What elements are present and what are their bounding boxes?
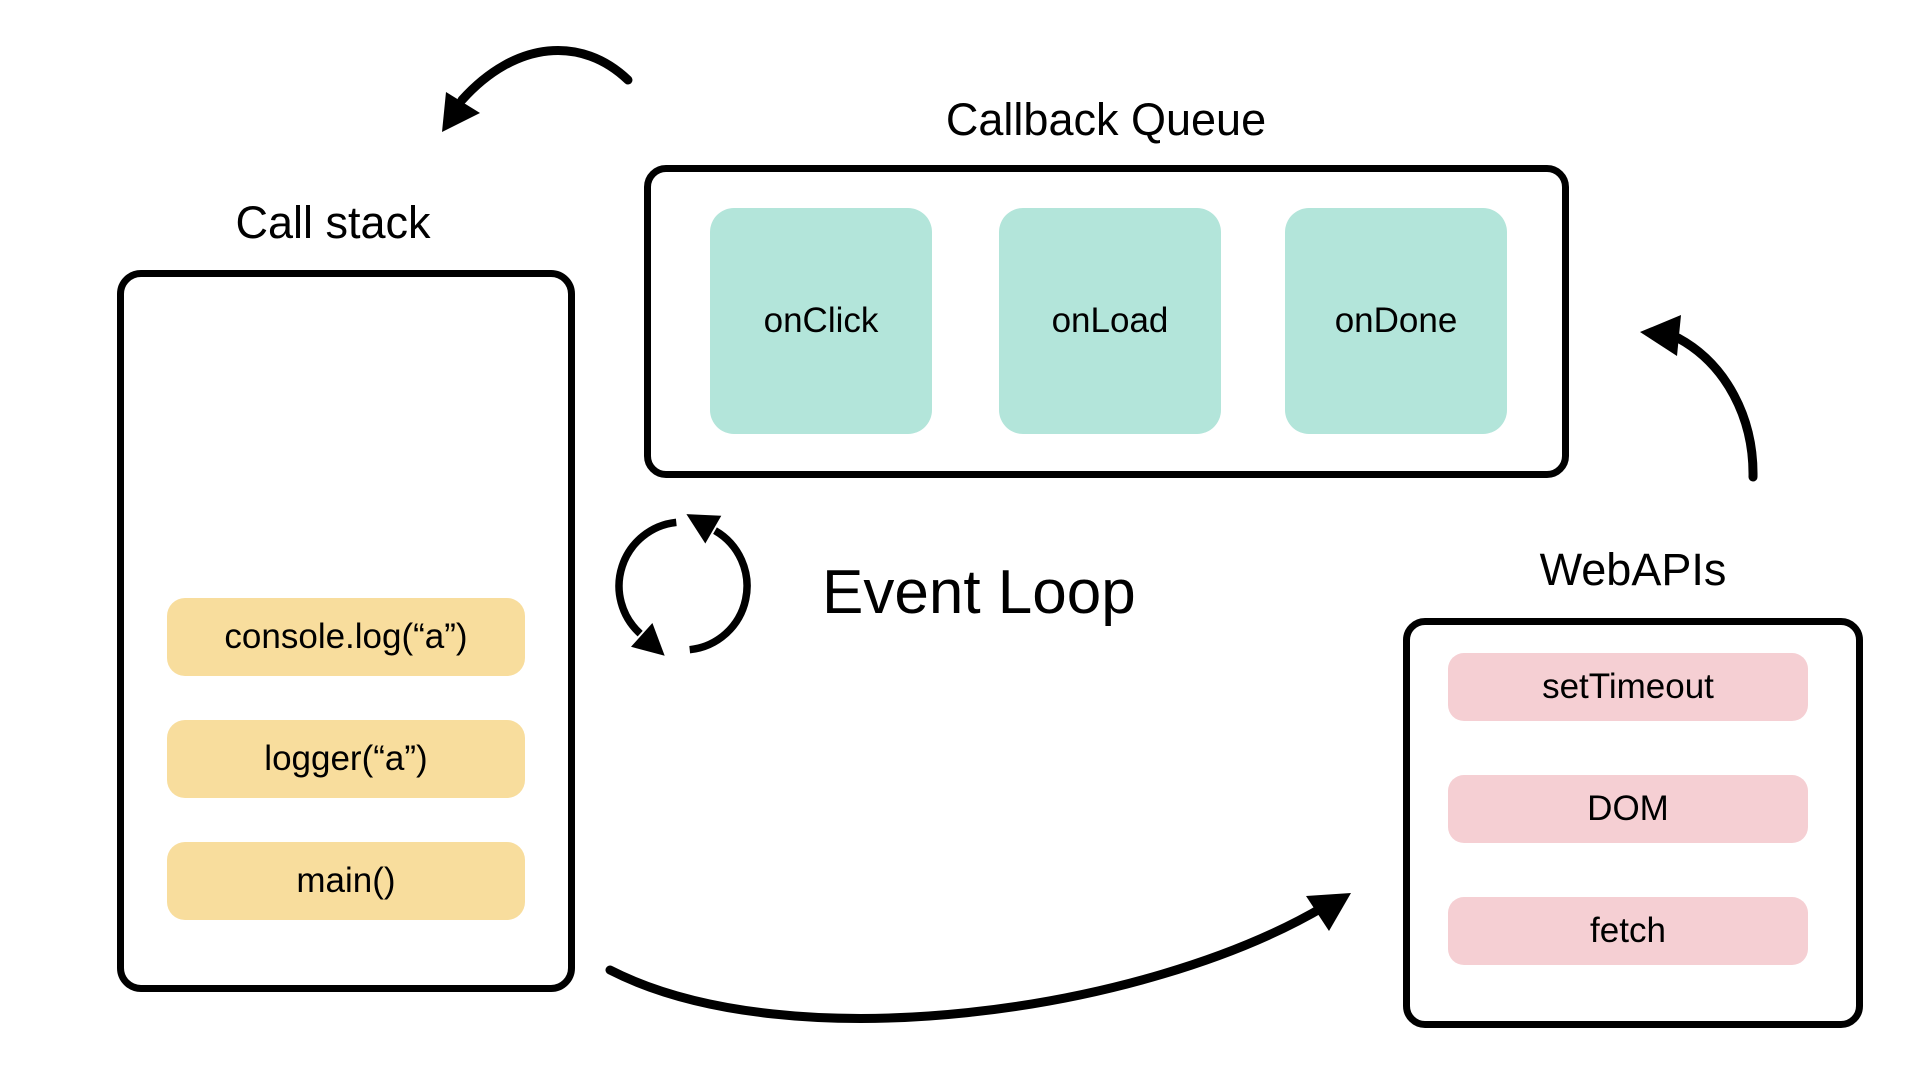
webapis-item-dom: DOM	[1448, 775, 1808, 843]
call-stack-item-logger: logger(“a”)	[167, 720, 525, 798]
arrow-webapis-to-queue	[1640, 315, 1758, 482]
callback-queue-item-onclick: onClick	[710, 208, 932, 434]
call-stack-item-main: main()	[167, 842, 525, 920]
arrow-stack-to-webapis-line	[605, 901, 1330, 1023]
callback-queue-box: onClick onLoad onDone	[644, 165, 1569, 478]
webapis-item-fetch: fetch	[1448, 897, 1808, 965]
arrow-webapis-to-queue-line	[1673, 333, 1758, 482]
event-loop-icon	[615, 514, 751, 656]
arrow-webapis-to-queue-head	[1640, 315, 1681, 356]
arrow-queue-to-stack-head	[442, 92, 480, 132]
arrow-stack-to-webapis-head	[1306, 893, 1351, 931]
webapis-box: setTimeout DOM fetch	[1403, 618, 1863, 1028]
call-stack-box: console.log(“a”) logger(“a”) main()	[117, 270, 575, 992]
event-loop-label: Event Loop	[822, 558, 1136, 627]
arrow-stack-to-webapis	[605, 893, 1351, 1023]
callback-queue-item-onload: onLoad	[999, 208, 1221, 434]
webapis-title: WebAPIs	[1539, 544, 1727, 595]
webapis-item-settimeout: setTimeout	[1448, 653, 1808, 721]
callback-queue-item-ondone: onDone	[1285, 208, 1507, 434]
event-loop-icon-top-arrowhead	[686, 514, 722, 544]
callback-queue-title: Callback Queue	[945, 94, 1267, 145]
call-stack-title: Call stack	[235, 197, 431, 248]
call-stack-item-console-log: console.log(“a”)	[167, 598, 525, 676]
event-loop-icon-left-arc	[615, 518, 677, 637]
arrow-queue-to-stack-line	[457, 46, 633, 105]
event-loop-icon-right-arc	[689, 527, 751, 654]
event-loop-icon-bottom-arrowhead	[631, 623, 665, 656]
arrow-queue-to-stack	[442, 46, 633, 132]
